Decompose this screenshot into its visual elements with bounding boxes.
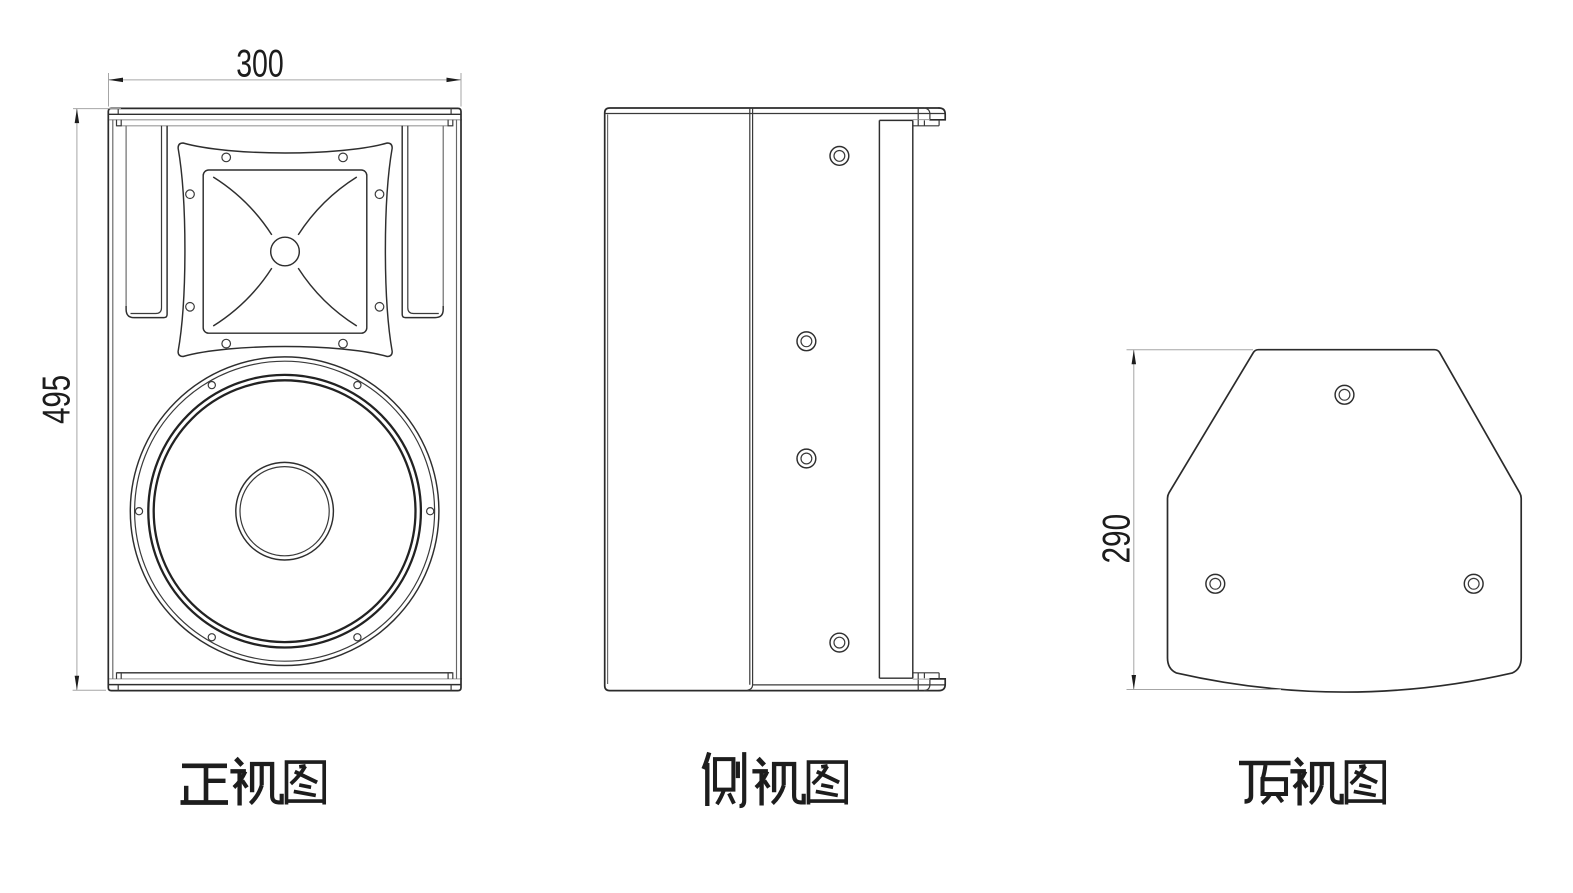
svg-text:495: 495: [36, 375, 79, 424]
svg-text:290: 290: [1096, 514, 1139, 564]
svg-text:300: 300: [236, 43, 284, 86]
